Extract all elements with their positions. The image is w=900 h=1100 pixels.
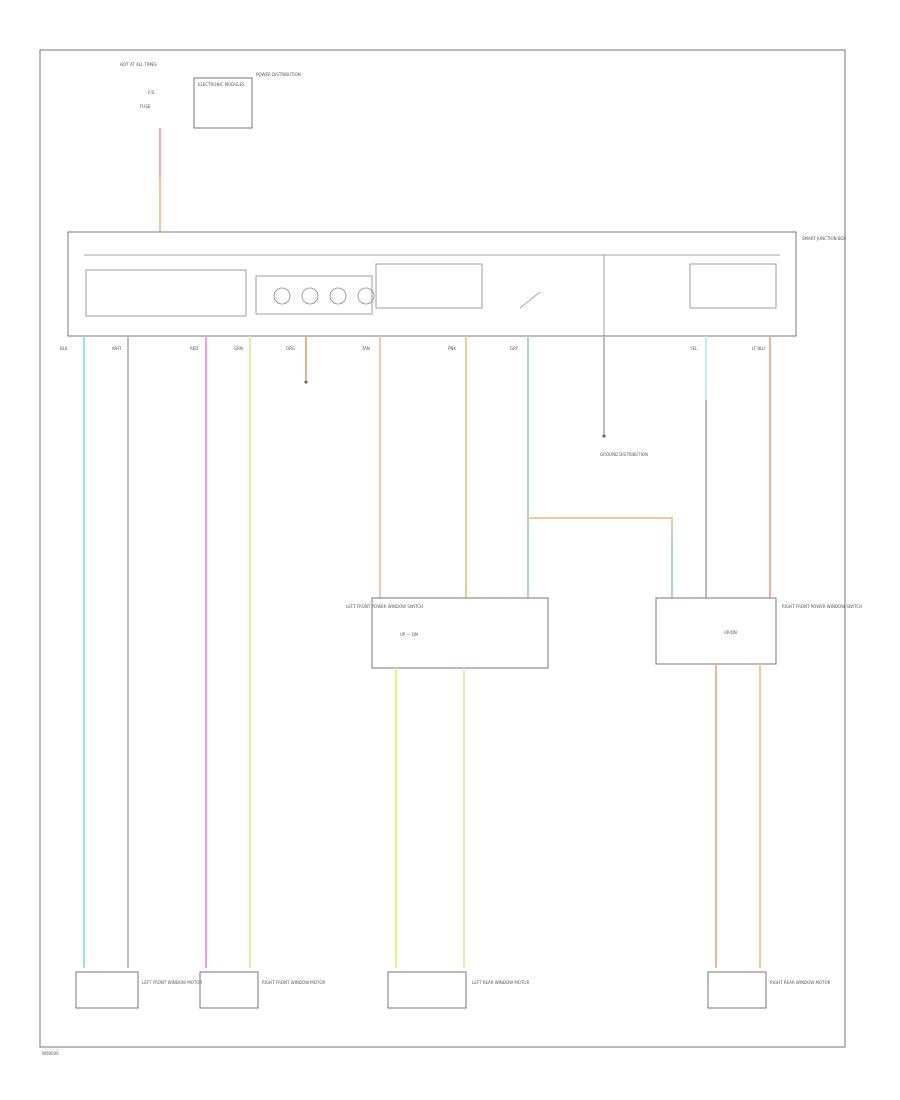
right-switch-inner [689, 263, 777, 309]
diagram-frame [39, 49, 846, 1048]
left-switch-inner [375, 263, 483, 309]
wire-cross-orange [528, 517, 673, 598]
connector-tag-4: GRN [234, 346, 243, 351]
motor-label-3: LEFT REAR WINDOW MOTOR [472, 980, 530, 985]
lamp-2 [301, 287, 319, 305]
connector-tag-1: BLK [60, 346, 68, 351]
motor-label-1: LEFT FRONT WINDOW MOTOR [142, 980, 202, 985]
motor-left-front [75, 971, 139, 1009]
footer-code: W00000 [42, 1051, 59, 1056]
ground-dot [602, 434, 606, 438]
fuse-label-1: HOT AT ALL TIMES [120, 62, 157, 67]
splice-dot-1 [304, 380, 308, 384]
fuse-label-2: F/S [148, 90, 155, 95]
junction-block-label: SMART JUNCTION BOX [802, 236, 846, 241]
right-switch-text: UP/DN [724, 630, 737, 635]
motor-right-front [199, 971, 259, 1009]
connector-tag-3: RED [190, 346, 198, 351]
fuse-label-3: FUSE [140, 104, 151, 109]
motor-label-4: RIGHT REAR WINDOW MOTOR [770, 980, 831, 985]
bcm-title: ELECTRONIC MODULES [198, 82, 245, 87]
motor-label-2: RIGHT FRONT WINDOW MOTOR [262, 980, 325, 985]
power-distribution-label: POWER DISTRIBUTION [256, 72, 301, 77]
right-window-switch [655, 597, 777, 665]
bcm-box [193, 77, 253, 129]
motor-left-rear [387, 971, 467, 1009]
connector-tag-10: LT BLU [752, 346, 765, 351]
connector-tag-8: GRY [510, 346, 519, 351]
junction-block [67, 231, 797, 337]
connector-tag-2: WHT [112, 346, 122, 351]
connector-tag-6: TAN [361, 346, 370, 351]
motor-right-rear [707, 971, 767, 1009]
connector-tag-9: YEL [689, 346, 698, 351]
lamp-3 [329, 287, 347, 305]
connector-tag-7: PNK [448, 346, 456, 351]
connector-tag-5: ORG [286, 346, 295, 351]
left-switch-label: LEFT FRONT POWER WINDOW SWITCH [346, 604, 423, 609]
lock-switch [519, 291, 541, 309]
left-window-switch [371, 597, 549, 669]
right-switch-label: RIGHT FRONT POWER WINDOW SWITCH [782, 604, 862, 609]
lamp-4 [357, 287, 375, 305]
lamp-group [255, 275, 373, 315]
lamp-1 [273, 287, 291, 305]
left-switch-text: UP — DN [400, 632, 418, 637]
ground-label: GROUND DISTRIBUTION [600, 452, 648, 457]
master-switch-inner [85, 269, 247, 317]
